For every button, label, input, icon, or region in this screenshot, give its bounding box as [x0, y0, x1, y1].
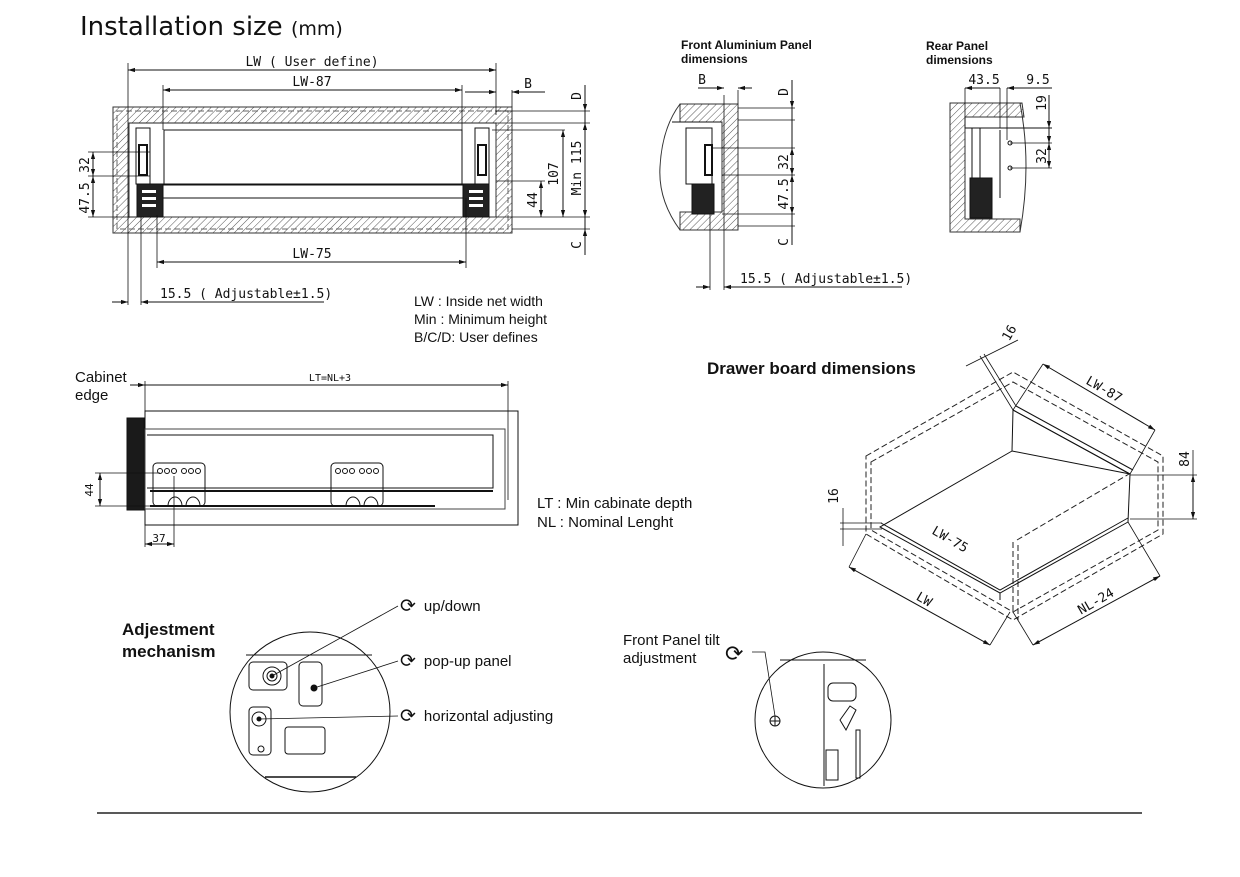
rotate-arrows-icon: ⟳ [400, 596, 416, 617]
drawer-body [163, 129, 463, 185]
rotate-arrows-icon: ⟳ [725, 641, 744, 666]
adjustment-title-line1: Adjestment [122, 620, 215, 639]
right-runner [462, 183, 490, 218]
front-panel-drawing [659, 80, 902, 290]
side-view-dims-text: LT=NL+3 44 37 [83, 373, 351, 545]
dim-b: B [524, 77, 532, 92]
legend-min: Min : Minimum height [414, 311, 548, 327]
legend-nl: NL : Nominal Lenght [537, 514, 674, 531]
db-dim-lw: LW [913, 590, 934, 611]
adjustment-item-label: pop-up panel [423, 653, 512, 670]
front-panel-dims-text: B D 32 47.5 C 15.5 ( Adjustable±1.5) [698, 73, 912, 287]
fp-dim-47-5: 47.5 [777, 178, 792, 209]
rp-dim-19: 19 [1035, 95, 1050, 111]
adjustment-item-label: horizontal adjusting [423, 708, 554, 725]
rear-panel-title: Rear Panel dimensions [926, 39, 993, 67]
db-dim-16-left: 16 [827, 488, 842, 504]
front-view-legend: LW : Inside net width Min : Minimum heig… [414, 292, 547, 346]
side-view-drawing [95, 381, 519, 547]
fp-dim-d: D [777, 88, 792, 96]
dim-107: 107 [547, 162, 562, 185]
tilt-detail-drawing [752, 651, 892, 789]
adjustment-detail-drawing [229, 605, 399, 793]
rp-dim-9-5: 9.5 [1026, 73, 1049, 88]
db-dim-84: 84 [1178, 451, 1193, 467]
rear-panel-title-line1: Rear Panel [926, 39, 989, 53]
fp-dim-b: B [698, 73, 706, 88]
db-dim-nl-24: NL-24 [1076, 586, 1118, 619]
legend-lw: LW : Inside net width [414, 293, 543, 309]
dim-min-115: Min 115 [570, 141, 585, 196]
drawer-board-title: Drawer board dimensions [707, 359, 916, 378]
dim-32: 32 [78, 157, 93, 173]
side-view-legend: LT : Min cabinate depth NL : Nominal Len… [537, 494, 692, 532]
drawer-board-drawing [840, 339, 1197, 646]
adjustment-title: Adjestment mechanism [122, 619, 216, 663]
slide-bracket-rear [330, 462, 384, 507]
rotate-arrows-icon: ⟳ [400, 706, 416, 727]
rotate-arrows-icon: ⟳ [400, 651, 416, 672]
drawer-board-inner [878, 409, 1131, 594]
dim-c: C [570, 241, 585, 249]
front-panel-title-line2: dimensions [681, 52, 748, 66]
dim-47-5: 47.5 [78, 182, 93, 213]
front-view-drawing [88, 63, 590, 305]
cabinet-edge-line1: Cabinet [75, 369, 127, 386]
cabinet-edge-line2: edge [75, 387, 109, 404]
rear-panel-title-line2: dimensions [926, 53, 993, 67]
page-title: Installation size (mm) [80, 12, 343, 42]
page-title-text: Installation size [80, 12, 283, 42]
dim-lw-75: LW-75 [292, 247, 331, 262]
tilt-label: Front Panel tilt adjustment [623, 632, 720, 668]
dim-lw-87: LW-87 [292, 75, 331, 90]
cabinet-section [112, 106, 513, 234]
fp-dim-adjustable: 15.5 ( Adjustable±1.5) [740, 272, 912, 287]
slide-bracket-front [152, 462, 206, 507]
db-dim-16-top: 16 [1000, 323, 1021, 344]
dim-lt: LT=NL+3 [309, 373, 351, 384]
adjustment-item-pop-up: ⟳ pop-up panel [400, 652, 512, 671]
dim-lw: LW ( User define) [245, 55, 378, 70]
legend-bcd: B/C/D: User defines [414, 329, 538, 345]
fp-dim-32: 32 [777, 154, 792, 170]
rp-dim-32: 32 [1035, 148, 1050, 164]
rp-dim-43-5: 43.5 [968, 73, 999, 88]
adjustment-item-up-down: ⟳ up/down [400, 597, 481, 616]
adjustment-title-line2: mechanism [122, 642, 216, 661]
fp-dim-c: C [777, 238, 792, 246]
page-title-unit: (mm) [290, 18, 343, 40]
adjustment-item-horizontal: ⟳ horizontal adjusting [400, 707, 553, 726]
tilt-label-line2: adjustment [623, 650, 697, 667]
dim-adjustable: 15.5 ( Adjustable±1.5) [160, 287, 332, 302]
adjustment-item-label: up/down [423, 598, 481, 615]
dim-d: D [570, 92, 585, 100]
tilt-label-line1: Front Panel tilt [623, 632, 720, 649]
db-dim-lw-87: LW-87 [1083, 374, 1124, 407]
rear-panel-drawing [949, 85, 1052, 233]
dim-44: 44 [526, 192, 541, 208]
sv-dim-44: 44 [83, 483, 96, 497]
legend-lt: LT : Min cabinate depth [537, 495, 693, 512]
front-view-dims-text: LW ( User define) LW-87 B LW-75 15.5 ( A… [78, 55, 585, 302]
front-panel-title: Front Aluminium Panel dimensions [681, 38, 812, 66]
sv-dim-37: 37 [152, 532, 165, 545]
cabinet-edge-label: Cabinet edge [75, 369, 127, 405]
front-panel-block [126, 417, 145, 511]
db-dim-lw-75: LW-75 [929, 524, 970, 557]
left-runner [136, 183, 164, 218]
rear-panel-dims-text: 43.5 9.5 19 32 [968, 73, 1050, 164]
front-panel-title-line1: Front Aluminium Panel [681, 38, 812, 52]
